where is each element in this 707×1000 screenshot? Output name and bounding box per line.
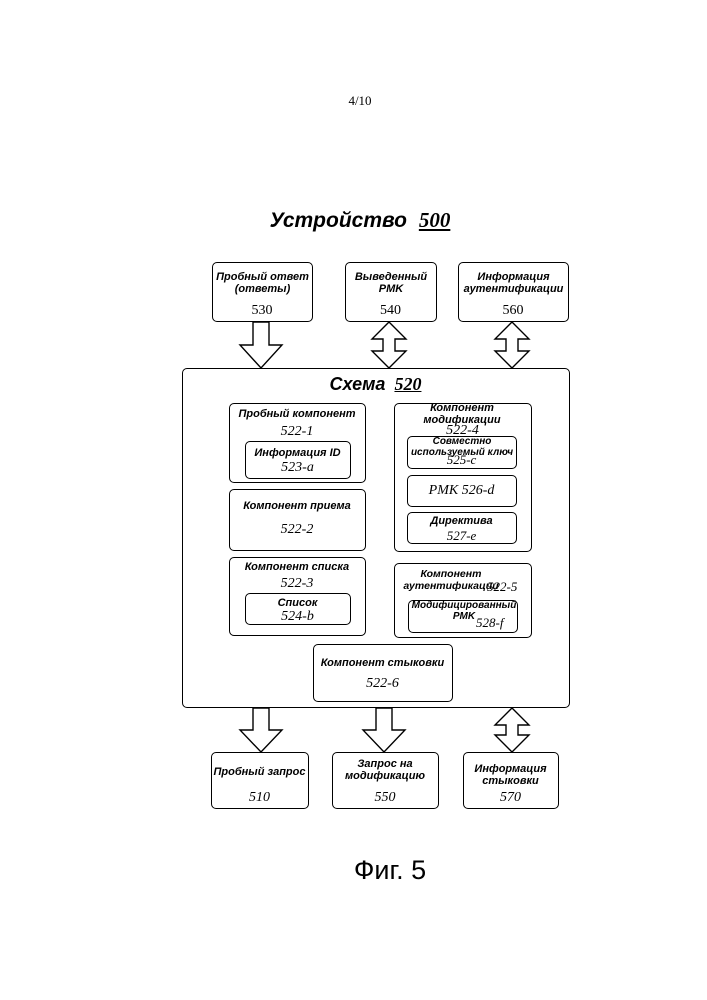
list-box: Список 524-b xyxy=(245,593,351,625)
derived-pmk-label: Выведенный PMK xyxy=(348,271,434,295)
shared-key-box: Совместно используемый ключ 525-c xyxy=(407,436,517,469)
dock-info-label: Информация стыковки xyxy=(464,763,557,787)
box-probe-request: Пробный запрос 510 xyxy=(211,752,309,809)
modified-pmk-ref: 528-f xyxy=(476,615,503,631)
modified-pmk-box: Модифицированный PMK 528-f xyxy=(408,600,518,633)
arrow-510-down xyxy=(240,708,282,752)
box-derived-pmk: Выведенный PMK 540 xyxy=(345,262,437,322)
modify-request-label: Запрос на модификацию xyxy=(339,758,431,782)
circuit-title: Схема 520 xyxy=(183,374,568,395)
circuit-ref: 520 xyxy=(394,374,421,394)
receive-component-ref: 522-2 xyxy=(230,522,364,538)
box-auth-info: Информация аутентификации 560 xyxy=(458,262,569,322)
probe-response-label: Пробный ответ (ответы) xyxy=(215,271,310,295)
shared-key-ref: 525-c xyxy=(408,452,515,468)
probe-component-ref: 522-1 xyxy=(230,424,364,440)
auth-info-ref: 560 xyxy=(459,303,567,319)
arrow-560-bidirectional xyxy=(495,322,529,368)
auth-component-ref: 522-5 xyxy=(487,579,517,595)
probe-request-label: Пробный запрос xyxy=(212,766,307,778)
box-modify-request: Запрос на модификацию 550 xyxy=(332,752,439,809)
directive-box: Директива 527-e xyxy=(407,512,517,544)
probe-request-ref: 510 xyxy=(212,790,307,806)
id-info-box: Информация ID 523-a xyxy=(245,441,351,479)
directive-ref: 527-e xyxy=(408,528,515,544)
id-info-ref: 523-a xyxy=(246,460,349,476)
arrow-550-down xyxy=(363,708,405,752)
pmk-box: PMK 526-d xyxy=(407,475,517,507)
box-dock-info: Информация стыковки 570 xyxy=(463,752,559,809)
dock-component-box: Компонент стыковки 522-6 xyxy=(313,644,453,702)
auth-info-label: Информация аутентификации xyxy=(460,271,567,295)
directive-label: Директива xyxy=(408,515,515,527)
dock-component-label: Компонент стыковки xyxy=(314,657,451,669)
receive-component-label: Компонент приема xyxy=(230,500,364,512)
arrow-570-bidirectional xyxy=(495,708,529,752)
dock-info-ref: 570 xyxy=(464,790,557,806)
figure-caption: Фиг. 5 xyxy=(300,855,480,886)
receive-component-box: Компонент приема 522-2 xyxy=(229,489,366,551)
list-label: Список xyxy=(246,597,349,609)
arrow-530-down xyxy=(240,322,282,368)
dock-component-ref: 522-6 xyxy=(314,676,451,692)
list-ref: 524-b xyxy=(246,609,349,625)
modify-request-ref: 550 xyxy=(333,790,437,806)
list-component-label: Компонент списка xyxy=(230,561,364,573)
probe-response-ref: 530 xyxy=(213,303,311,319)
circuit-title-text: Схема xyxy=(330,374,386,394)
id-info-label: Информация ID xyxy=(246,447,349,459)
derived-pmk-ref: 540 xyxy=(346,303,435,319)
box-probe-response: Пробный ответ (ответы) 530 xyxy=(212,262,313,322)
list-component-ref: 522-3 xyxy=(230,576,364,592)
pmk-label: PMK 526-d xyxy=(408,483,515,499)
arrow-540-bidirectional xyxy=(372,322,406,368)
probe-component-label: Пробный компонент xyxy=(230,408,364,420)
